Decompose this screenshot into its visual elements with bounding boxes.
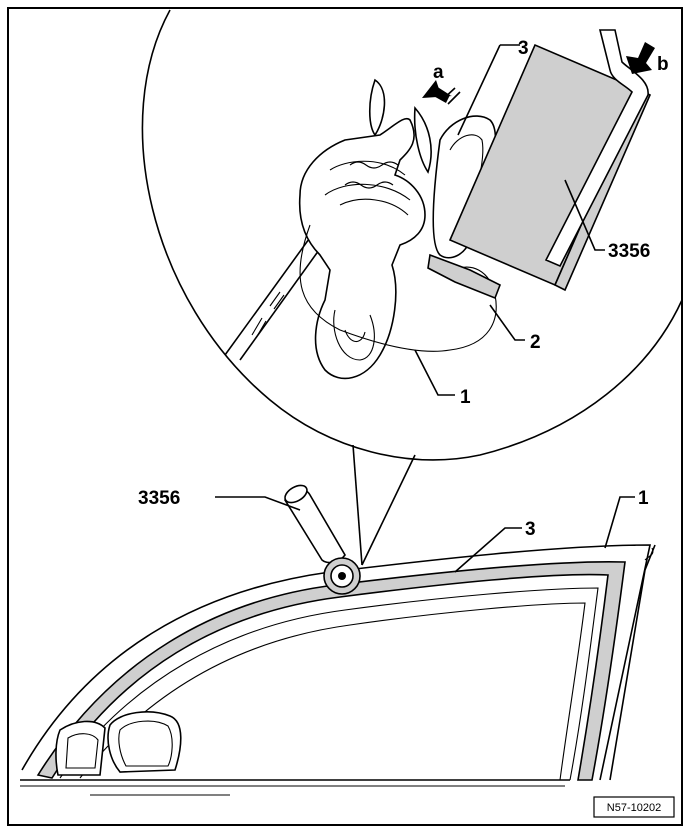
tool-3356-detail [448, 29, 652, 292]
rubber-seal-detail [427, 115, 502, 300]
arrow-b [626, 42, 655, 74]
label-clip-top: 1 [460, 387, 471, 408]
reference-code-box [593, 796, 675, 818]
label-strip-top: 2 [530, 332, 541, 353]
leader-line-right [361, 454, 416, 566]
label-frame-bottom: 1 [638, 488, 649, 509]
label-seal-top: 3 [518, 38, 529, 59]
leader-line-left [352, 444, 363, 566]
reference-code: N57-10202 [607, 802, 661, 814]
tool-3356-roller [284, 484, 361, 595]
detail-magnifier [141, 9, 683, 566]
label-arrow-a: a [433, 62, 444, 83]
label-arrow-b: b [657, 54, 669, 75]
bottom-leaders [215, 496, 635, 573]
detail-leaders [414, 44, 605, 396]
arrow-a [422, 80, 461, 105]
label-tool-bottom: 3356 [138, 488, 180, 509]
label-seal-bottom: 3 [525, 519, 536, 540]
seal-profile [298, 78, 497, 380]
label-tool-top: 3356 [608, 241, 650, 262]
